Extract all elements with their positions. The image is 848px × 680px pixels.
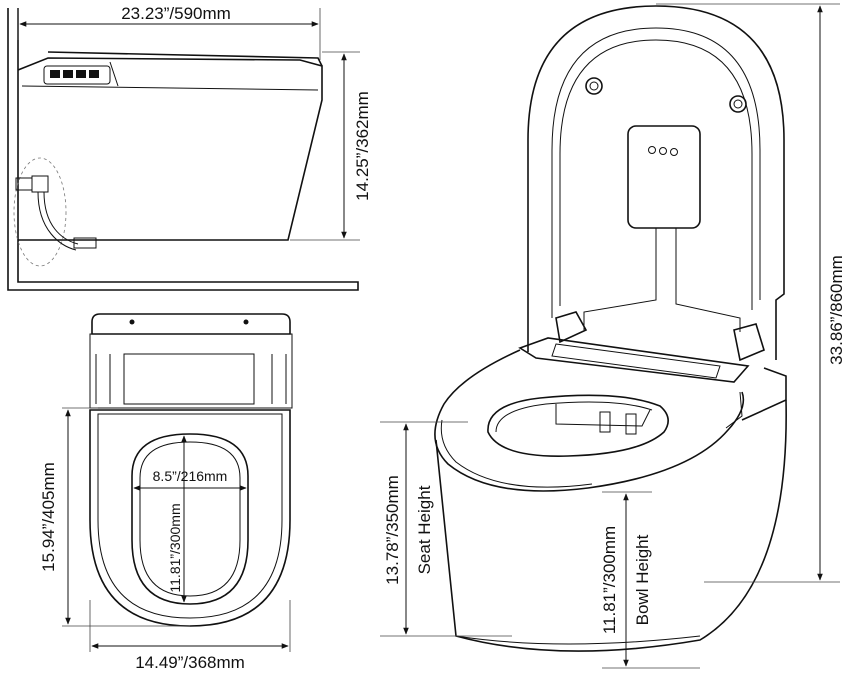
seat-ring <box>434 349 745 492</box>
plan-view: 8.5”/216mm 11.81”/300mm 15.94”/405mm 14.… <box>39 313 293 672</box>
bowl-height-value-label: 11.81”/300mm <box>600 526 619 634</box>
top-width-label: 23.23”/590mm <box>121 4 231 23</box>
bowl-body <box>435 399 787 652</box>
plan-depth-label: 15.94”/405mm <box>39 462 58 572</box>
lid-control-box <box>627 125 701 229</box>
seat-width-label: 8.5”/216mm <box>153 468 228 484</box>
tank-outline <box>91 313 291 335</box>
control-panel <box>43 65 111 85</box>
wall-line <box>7 8 359 291</box>
bowl-opening <box>487 394 669 457</box>
water-valve-icon <box>13 157 97 267</box>
seat-length-label: 11.81”/300mm <box>167 503 183 592</box>
seat-height-text-label: Seat Height <box>415 485 434 574</box>
lid-outline <box>527 5 785 360</box>
perspective-view: 13.78”/350mm Seat Height 11.81”/300mm Bo… <box>380 3 846 669</box>
plan-width-label: 14.49”/368mm <box>135 653 245 672</box>
bowl-height-text-label: Bowl Height <box>633 534 652 625</box>
toilet-side-body <box>17 57 323 241</box>
side-height-label: 14.25”/362mm <box>353 91 372 201</box>
overall-height-label: 33.86”/860mm <box>827 255 846 365</box>
lid-top <box>47 51 323 67</box>
side-view: 23.23”/590mm 14.25”/362mm <box>7 4 372 291</box>
seat-opening-outline <box>131 433 249 605</box>
seat-outer-outline <box>89 409 291 627</box>
seat-height-value-label: 13.78”/350mm <box>383 475 402 585</box>
